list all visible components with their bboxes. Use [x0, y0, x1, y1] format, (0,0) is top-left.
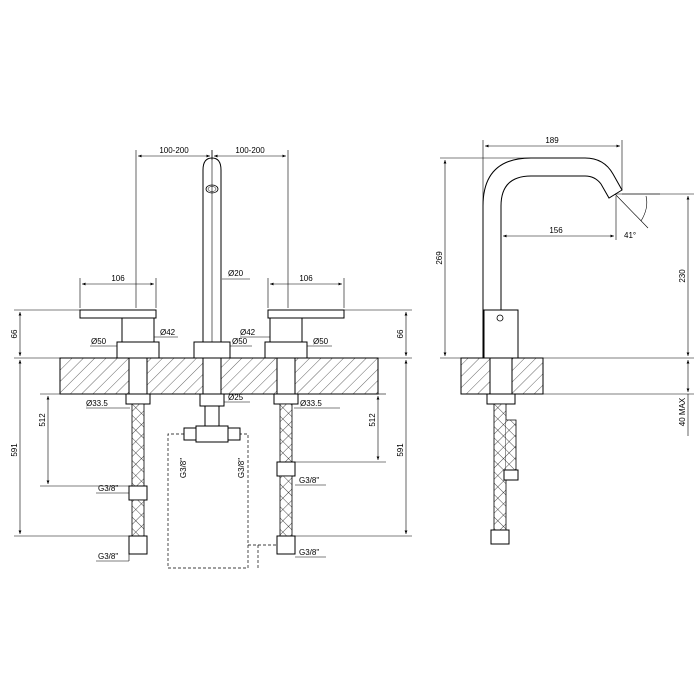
- left-hose: [128, 403, 148, 555]
- side-spout: [482, 157, 623, 405]
- dim-hose-right: 512: [368, 413, 377, 427]
- dim-spacing-left-label: 100-200: [159, 146, 189, 155]
- dim-total-right: 591: [396, 443, 405, 457]
- dim-deck-max: 40 MAX: [543, 360, 694, 436]
- dim-right-handle-label: 106: [299, 274, 313, 283]
- dim-total-height: 269: [435, 157, 531, 359]
- dim-left-body-diameter: Ø42: [160, 328, 176, 337]
- dim-outlet-reach: 156: [500, 196, 617, 240]
- thread-left-lower: G3/8": [98, 552, 118, 561]
- thread-center-left: G3/8": [179, 458, 188, 478]
- dim-outlet-angle: 41°: [614, 193, 660, 240]
- center-tee: [183, 405, 241, 443]
- dim-spacing-right-label: 100-200: [235, 146, 265, 155]
- dim-spout-diameter: Ø20: [228, 269, 244, 278]
- dim-total-height-label: 269: [435, 251, 444, 265]
- side-view: 189 156 41° 269 230: [435, 136, 694, 545]
- dim-right-base-diameter: Ø50: [313, 337, 329, 346]
- diameter-callouts: Ø20 Ø42 Ø42 Ø50 Ø50 Ø50 Ø33.5 Ø25 Ø33.5: [86, 269, 340, 409]
- thread-right-upper: G3/8": [299, 476, 319, 485]
- dim-left-shank-diameter: Ø33.5: [86, 399, 108, 408]
- dim-left-handle-label: 106: [111, 274, 125, 283]
- dashed-routing: [167, 433, 277, 569]
- dim-left-base-diameter: Ø50: [91, 337, 107, 346]
- front-view: 100-200 100-200 106 106 Ø20 Ø42 Ø42 Ø50: [10, 146, 412, 569]
- dim-deck-max-label: 40 MAX: [678, 397, 687, 426]
- dim-center-base-diameter: Ø50: [232, 337, 248, 346]
- dim-outlet-height: 230: [543, 193, 694, 359]
- side-hoses: [490, 403, 519, 545]
- right-hose: [276, 403, 296, 555]
- dim-hose-left: 512: [38, 413, 47, 427]
- dim-front-heights: 66 66 591 512 512 591: [10, 309, 412, 537]
- thread-left-upper: G3/8": [98, 484, 118, 493]
- right-handle: [264, 309, 345, 405]
- thread-labels: G3/8" G3/8" G3/8" G3/8" G3/8" G3/8": [96, 458, 326, 562]
- dim-outlet-height-label: 230: [678, 269, 687, 283]
- dim-total-left: 591: [10, 443, 19, 457]
- dim-spacing: 100-200 100-200: [135, 146, 289, 308]
- left-handle: [79, 309, 160, 405]
- dim-spout-reach-label: 189: [545, 136, 559, 145]
- dim-right-body-diameter: Ø42: [240, 328, 256, 337]
- thread-center-right: G3/8": [237, 458, 246, 478]
- dim-height-right: 66: [396, 329, 405, 338]
- dim-outlet-reach-label: 156: [549, 226, 563, 235]
- dim-height-left: 66: [10, 329, 19, 338]
- dim-handle-width: 106 106: [79, 274, 345, 308]
- dim-spout-reach: 189: [482, 136, 623, 208]
- dim-right-shank-diameter: Ø33.5: [300, 399, 322, 408]
- dim-center-shank-diameter: Ø25: [228, 393, 244, 402]
- dim-outlet-angle-label: 41°: [624, 231, 636, 240]
- thread-right-lower: G3/8": [299, 548, 319, 557]
